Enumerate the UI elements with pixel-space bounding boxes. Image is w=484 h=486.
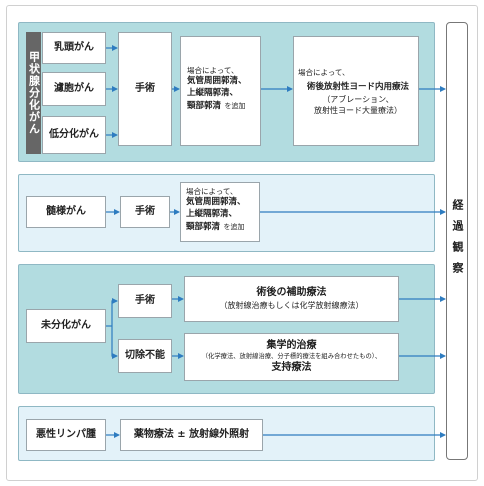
rai-detail-1: （アブレーション、: [322, 94, 394, 104]
medullary-surgery: 手術: [120, 196, 170, 228]
medullary-dissection-note: 場合によって、 気管周囲郭清、 上縦隔郭清、 頸部郭清 を追加: [180, 182, 260, 242]
rai-title: 術後放射性ヨード内用療法: [306, 82, 409, 93]
thyroid-surgery: 手術: [118, 32, 172, 146]
medullary-note-mediastinal: 上縦隔郭清、: [186, 208, 238, 219]
type-anaplastic: 未分化がん: [26, 309, 106, 343]
note-intro: 場合によって、: [187, 66, 239, 75]
note-item-mediastinal: 上縦隔郭清、: [187, 87, 239, 98]
note-add: を追加: [224, 102, 246, 111]
adjuvant-detail: （放射線治療もしくは化学放射線療法）: [219, 300, 364, 310]
multimodal-therapy: 集学的治療 （化学療法、放射線治療、分子標的療法を組み合わせたもの）、 支持療法: [184, 333, 399, 381]
medullary-note-tracheal: 気管周囲郭清、: [186, 197, 246, 208]
type-medullary: 髄様がん: [26, 196, 106, 228]
multimodal-detail: （化学療法、放射線治療、分子標的療法を組み合わせたもの）、: [201, 352, 382, 360]
note-item-neck: 頸部郭清: [187, 101, 222, 112]
observation-column: 経過観察: [446, 22, 468, 460]
thyroid-rai-note: 場合によって、 術後放射性ヨード内用療法 （アブレーション、 放射性ヨード大量療…: [293, 36, 419, 146]
medullary-note-neck: 頸部郭清: [186, 222, 221, 233]
arrow-anaplastic-surgery: [111, 298, 118, 326]
arrow-anaplastic-unresectable: [111, 326, 118, 359]
adjuvant-title: 術後の補助療法: [256, 287, 327, 299]
anaplastic-surgery: 手術: [118, 284, 172, 318]
type-papillary: 乳頭がん: [42, 32, 106, 64]
medullary-note-intro: 場合によって、: [186, 187, 238, 196]
multimodal-title: 集学的治療: [266, 340, 317, 352]
anaplastic-unresectable: 切除不能: [118, 339, 172, 373]
rai-intro: 場合によって、: [298, 68, 350, 77]
medullary-note-add: を追加: [223, 223, 245, 232]
type-follicular: 濾胞がん: [42, 72, 106, 106]
supportive-care: 支持療法: [271, 362, 312, 374]
adjuvant-therapy: 術後の補助療法 （放射線治療もしくは化学放射線療法）: [184, 276, 399, 322]
differentiated-group-label: 甲状腺分化がん: [26, 32, 41, 154]
type-lymphoma: 悪性リンパ腫: [26, 419, 106, 451]
type-poorly-differentiated: 低分化がん: [42, 116, 106, 154]
rai-detail-2: 放射性ヨード大量療法）: [314, 106, 402, 116]
note-item-tracheal: 気管周囲郭清、: [187, 76, 247, 87]
lymphoma-treatment: 薬物療法 ± 放射線外照射: [120, 419, 263, 451]
thyroid-dissection-note: 場合によって、 気管周囲郭清、 上縦隔郭清、 頸部郭清 を追加: [180, 36, 261, 146]
